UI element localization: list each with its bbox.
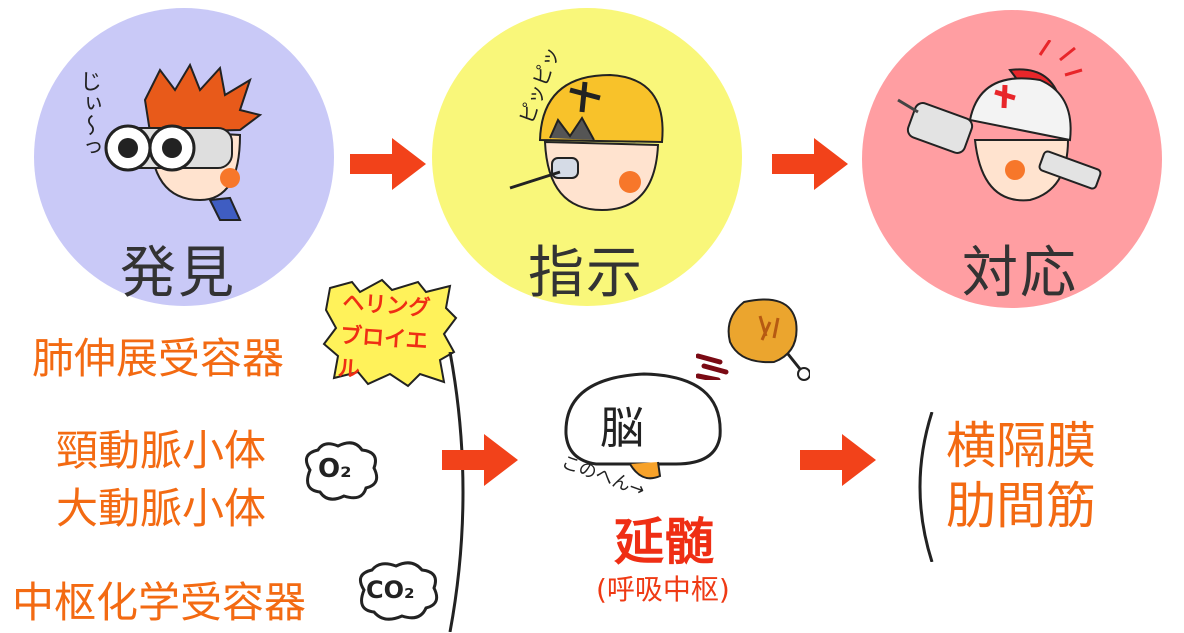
stare-sound-effect: じぃ〜っ (76, 70, 101, 158)
receptor-carotid-body: 頸動脈小体 (56, 426, 267, 475)
respiratory-center-label: (呼吸中枢) (596, 573, 730, 606)
receptor-bracket (420, 352, 480, 632)
syringe-nurse-illustration (890, 40, 1130, 230)
receptor-pulmonary-stretch: 肺伸展受容器 (32, 334, 285, 383)
oxygen-bubble-icon (300, 440, 380, 504)
arrow-right-icon (772, 138, 848, 190)
carbon-dioxide-label: CO₂ (366, 576, 415, 604)
receptor-aortic-body: 大動脈小体 (56, 484, 267, 533)
carbon-dioxide-bubble-icon (354, 560, 440, 624)
effector-intercostal: 肋間筋 (946, 477, 1096, 535)
brain-label: 脳 (600, 403, 644, 454)
whistle-person-illustration (490, 60, 690, 230)
comedian-starburst-icon (322, 278, 458, 388)
binoculars-person-illustration (90, 60, 290, 230)
arrow-right-icon (800, 434, 876, 486)
effector-bracket (904, 412, 944, 562)
fried-chicken-icon (700, 292, 810, 382)
motion-lines (695, 350, 746, 383)
oxygen-label: O₂ (318, 454, 352, 484)
stage-label-instruction: 指示 (528, 241, 644, 306)
stage-label-discovery: 発見 (120, 241, 236, 306)
brain-icon (556, 364, 736, 494)
stage-label-response: 対応 (962, 241, 1078, 306)
arrow-right-icon (350, 138, 426, 190)
arrow-right-icon (442, 434, 518, 486)
effector-diaphragm: 横隔膜 (946, 417, 1096, 475)
medulla-label: 延髄 (614, 513, 714, 571)
receptor-central-chemo: 中枢化学受容器 (12, 578, 307, 627)
